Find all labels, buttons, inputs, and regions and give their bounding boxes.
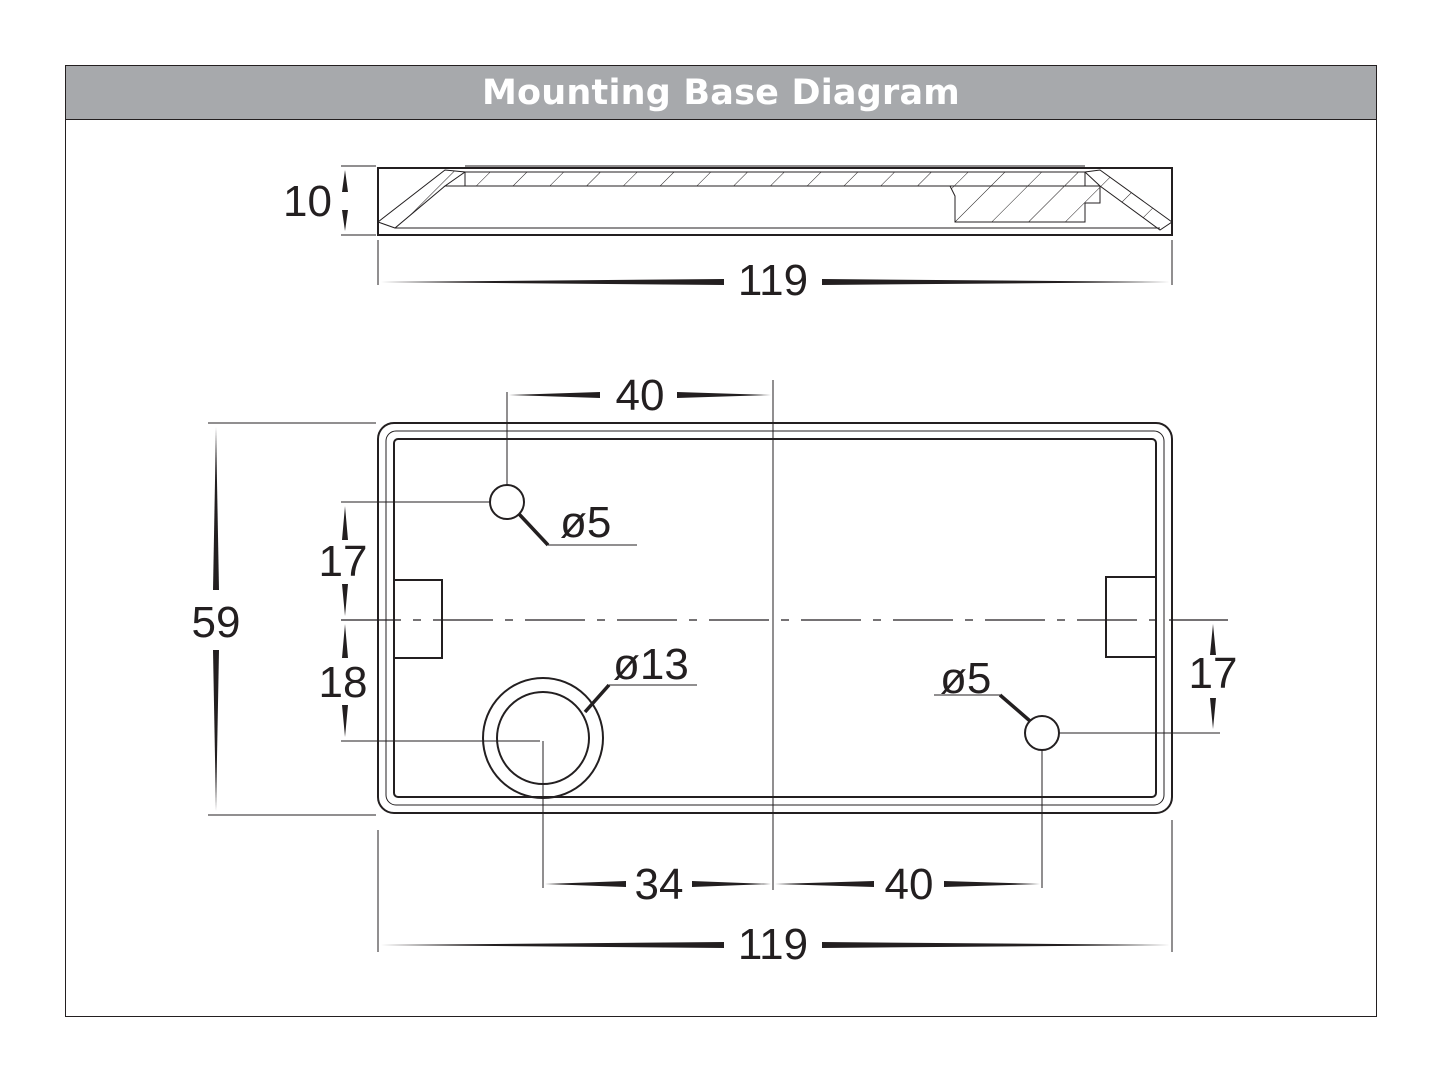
dim-34-arrow-right bbox=[692, 881, 771, 887]
dim-34-arrow-left bbox=[545, 881, 626, 887]
leader-large-hole bbox=[583, 683, 611, 714]
label-small-hole-right-diameter: ø5 bbox=[940, 654, 991, 703]
top-view: 40 ø5 17 18 59 ø13 ø5 17 bbox=[192, 371, 1238, 969]
dim-40-bottom-arrow-left bbox=[775, 881, 874, 887]
dim-17-right-arrow-top bbox=[1210, 624, 1216, 655]
dim-spacing-right: 40 bbox=[885, 860, 934, 909]
dim-119-arrow-left bbox=[380, 279, 724, 285]
dim-10-arrow-bottom bbox=[342, 210, 348, 231]
leader-small-hole-right bbox=[998, 693, 1032, 723]
dim-59-arrow-bottom bbox=[213, 650, 219, 811]
dim-side-width: 119 bbox=[738, 256, 808, 305]
dim-overall-height: 59 bbox=[192, 598, 241, 647]
title-bar: Mounting Base Diagram bbox=[65, 65, 1377, 120]
label-small-hole-top-diameter: ø5 bbox=[560, 498, 611, 547]
dim-59-arrow-top bbox=[213, 427, 219, 590]
dim-offset-right: 17 bbox=[1189, 649, 1238, 698]
left-tab bbox=[393, 579, 443, 659]
side-right-wall-section bbox=[1083, 169, 1173, 231]
base-inner-outline bbox=[393, 438, 1157, 798]
small-hole-top bbox=[489, 484, 525, 520]
dim-17-arrow-bottom bbox=[342, 584, 348, 616]
dim-40-top-arrow-left bbox=[509, 392, 600, 398]
leader-small-hole-top bbox=[517, 512, 550, 547]
dim-10-arrow-top bbox=[342, 170, 348, 192]
dim-17-right-arrow-bottom bbox=[1210, 698, 1216, 729]
dim-40-top-arrow-right bbox=[677, 392, 771, 398]
dim-119-bottom-arrow-right bbox=[822, 942, 1170, 948]
base-outer-outline bbox=[377, 422, 1173, 814]
page-title: Mounting Base Diagram bbox=[482, 72, 960, 113]
dim-18-arrow-top bbox=[342, 624, 348, 658]
right-tab bbox=[1105, 576, 1157, 658]
dim-spacing-left: 34 bbox=[635, 860, 684, 909]
side-left-wall-section bbox=[376, 169, 466, 229]
dim-offset-upper: 17 bbox=[319, 537, 368, 586]
side-view: 10 119 bbox=[283, 165, 1173, 305]
dim-40-bottom-arrow-right bbox=[944, 881, 1040, 887]
dim-18-arrow-bottom bbox=[342, 705, 348, 737]
small-hole-right bbox=[1024, 715, 1060, 751]
dim-overall-width: 119 bbox=[738, 920, 808, 969]
base-outer-outline-2 bbox=[385, 430, 1165, 806]
side-top-plate-section bbox=[443, 171, 1086, 187]
dim-17-arrow-top bbox=[342, 506, 348, 540]
dim-offset-lower: 18 bbox=[319, 658, 368, 707]
label-large-hole-diameter: ø13 bbox=[613, 640, 689, 689]
dim-hole-spacing-top: 40 bbox=[616, 371, 665, 420]
dim-119-arrow-right bbox=[822, 279, 1170, 285]
side-boss-section bbox=[949, 185, 1101, 223]
dim-side-height: 10 bbox=[283, 177, 332, 226]
dim-119-bottom-arrow-left bbox=[380, 942, 724, 948]
